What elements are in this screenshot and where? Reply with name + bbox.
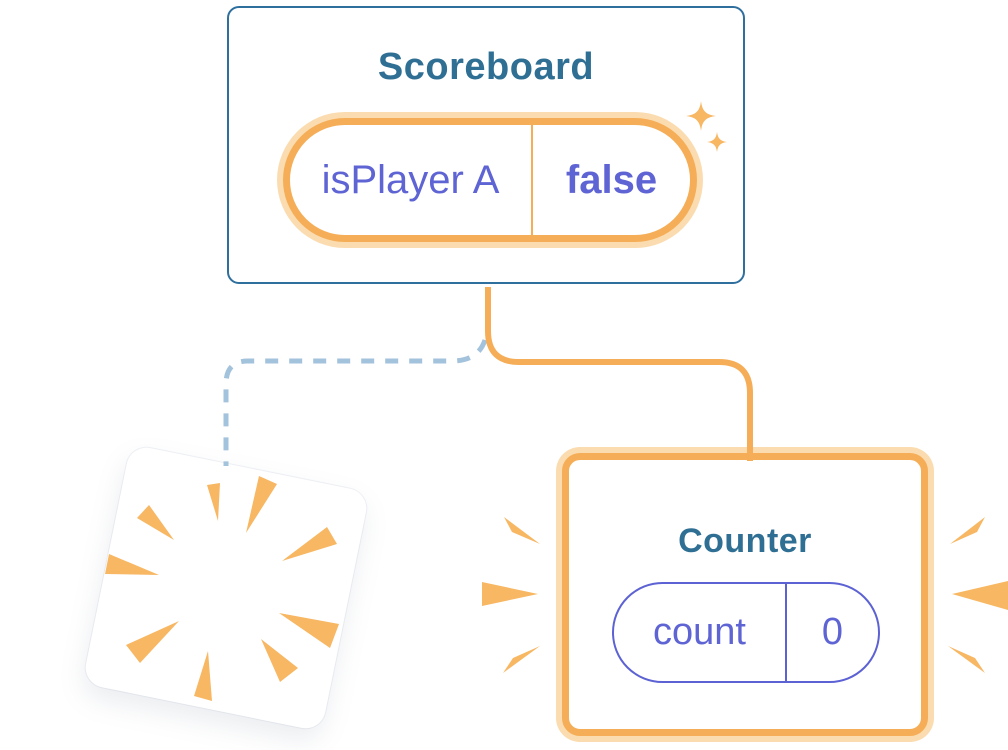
pill-divider <box>785 584 787 681</box>
counter-state-pill: count 0 <box>612 582 880 683</box>
state-value: 0 <box>821 611 844 653</box>
solid-connector-line <box>485 287 753 461</box>
dashed-connector-line <box>223 339 488 466</box>
counter-title: Counter <box>678 522 812 560</box>
destroyed-component-card <box>82 444 370 732</box>
state-key: count <box>653 611 746 653</box>
scoreboard-state-pill: isPlayer A false <box>283 118 697 242</box>
emphasis-marks-left <box>482 517 540 673</box>
counter-component-card: Counter count 0 <box>562 453 928 736</box>
state-key: isPlayer A <box>321 157 500 202</box>
scoreboard-component-card: Scoreboard isPlayer A false <box>227 6 745 284</box>
emphasis-marks-right <box>948 517 1008 673</box>
pill-divider <box>531 125 533 235</box>
scoreboard-title: Scoreboard <box>377 46 595 88</box>
state-value: false <box>565 157 658 202</box>
